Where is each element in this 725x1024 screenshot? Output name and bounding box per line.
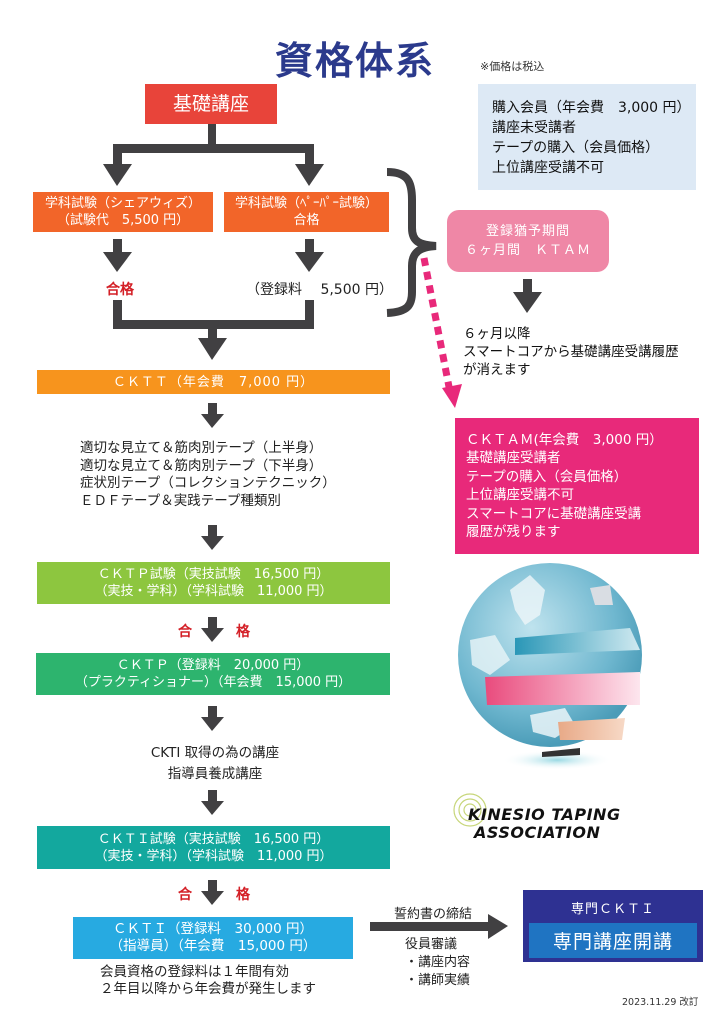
cktam-line: スマートコアに基礎講座受講	[466, 505, 642, 522]
revision-date: 2023.11.29 改訂	[622, 997, 699, 1008]
after-six-months-line: スマートコアから基礎講座受講履歴	[463, 344, 679, 360]
exam-paper-box: 学科試験（ﾍﾟｰﾊﾟｰ試験） 合格	[224, 192, 389, 232]
kiso-course-box: 基礎講座	[145, 84, 277, 124]
purchase-member-line: テープの購入（会員価格）	[492, 140, 660, 156]
cktp-exam-line1: ＣＫＴＰ試験（実技試験 16,500 円）	[97, 567, 330, 582]
brace-icon	[386, 168, 437, 317]
cktp-exam-box: ＣＫＴＰ試験（実技試験 16,500 円） （実技・学科）（学科試験 11,00…	[37, 562, 390, 604]
ckti-pass-arrow	[201, 880, 224, 905]
cktt-label: ＣＫＴＴ（年会費 7,000 円）	[112, 374, 315, 390]
pink-dotted-arrow	[420, 257, 462, 408]
cktam-box: ＣＫＴＡＭ(年会費 3,000 円） 基礎講座受講者 テープの購入（会員価格） …	[455, 418, 699, 554]
pass-left-char: 合	[178, 624, 192, 640]
kinesio-logo-text: KINESIO TAPING ASSOCIATION	[468, 806, 621, 842]
exam-down-arrows	[103, 239, 324, 272]
logo-line1: KINESIO TAPING	[468, 805, 621, 824]
ckti-course-down-arrow	[201, 790, 224, 815]
merge-arrow	[113, 300, 314, 360]
specialist-title: 専門ＣＫＴＩ	[570, 902, 655, 917]
cktam-line: 上位講座受講不可	[466, 487, 574, 503]
tax-note: ※価格は税込	[480, 60, 545, 73]
ckti-line1: ＣＫＴＩ（登録料 30,000 円）	[112, 921, 314, 937]
cktp-line2: （プラクティショナー）（年会費 15,000 円）	[74, 675, 352, 690]
course-list: 適切な見立て＆筋肉別テープ（上半身） 適切な見立て＆筋肉別テープ（下半身） 症状…	[80, 440, 336, 510]
courses-down-arrow	[201, 525, 224, 550]
purchase-member-line: 上位講座受講不可	[492, 160, 604, 176]
grace-period-box: 登録猶予期間 ６ヶ月間 ＫＴＡＭ	[447, 210, 609, 272]
ckti-note-line2: ２年目以降から年会費が発生します	[100, 981, 316, 997]
kiso-label: 基礎講座	[172, 92, 249, 115]
kiso-split-arrow	[103, 124, 324, 186]
ckti-box: ＣＫＴＩ（登録料 30,000 円） （指導員）（年会費 15,000 円）	[73, 917, 353, 959]
logo-line2: ASSOCIATION	[474, 823, 601, 842]
specialist-ckti-box: 専門ＣＫＴＩ 専門講座開講	[523, 890, 703, 962]
ckti-exam-line2: （実技・学科）（学科試験 11,000 円）	[94, 848, 333, 864]
pass-right-char: 格	[236, 887, 250, 903]
grace-period-line1: 登録猶予期間	[485, 224, 570, 239]
board-review-note: 役員審議 ・講座内容 ・講師実績	[405, 936, 470, 990]
ckti-course-line2: 指導員養成講座	[167, 766, 263, 782]
course-item: ＥＤＦテープ＆実践テープ種類別	[80, 492, 281, 509]
pass-label: 合格	[106, 282, 134, 298]
after-six-months-note: ６ヶ月以降 スマートコアから基礎講座受講履歴 が消えます	[463, 325, 679, 379]
exam-paper-line2: 合格	[293, 213, 320, 228]
ckti-note-line1: 会員資格の登録料は１年間有効	[100, 964, 289, 980]
oath-label: 誓約書の締結	[394, 907, 473, 922]
purchase-member-box: 購入会員（年会費 3,000 円） 講座未受講者 テープの購入（会員価格） 上位…	[478, 84, 696, 190]
exam-sharewiz-line1: 学科試験（シェアウィズ）	[44, 196, 201, 211]
exam-sharewiz-line2: （試験代 5,500 円）	[56, 213, 190, 228]
exam-sharewiz-box: 学科試験（シェアウィズ） （試験代 5,500 円）	[33, 192, 213, 232]
exam-paper-line1: 学科試験（ﾍﾟｰﾊﾟｰ試験）	[234, 196, 378, 211]
cktt-box: ＣＫＴＴ（年会費 7,000 円）	[37, 370, 390, 394]
review-line: ・講師実績	[405, 973, 471, 988]
cktp-down-arrow	[201, 706, 224, 731]
cktp-pass-arrow	[201, 617, 224, 642]
cktam-line: 基礎講座受講者	[466, 450, 561, 466]
specialist-course-label: 専門講座開講	[529, 923, 697, 958]
ckti-course-line1: CKTI 取得の為の講座	[150, 745, 280, 761]
cktam-line: ＣＫＴＡＭ(年会費 3,000 円）	[466, 431, 663, 448]
after-six-months-line: が消えます	[463, 362, 531, 378]
review-line: ・講座内容	[405, 955, 471, 970]
course-item: 適切な見立て＆筋肉別テープ（上半身）	[80, 440, 323, 456]
oath-right-arrow	[370, 914, 508, 939]
pass-right-char: 格	[236, 624, 250, 640]
ckti-membership-note: 会員資格の登録料は１年間有効 ２年目以降から年会費が発生します	[100, 964, 316, 998]
after-six-months-line: ６ヶ月以降	[463, 326, 531, 342]
review-line: 役員審議	[405, 937, 458, 952]
purchase-member-line: 購入会員（年会費 3,000 円）	[492, 100, 691, 116]
cktam-line: 履歴が残ります	[466, 524, 561, 540]
purchase-member-line: 講座未受講者	[492, 120, 576, 136]
course-item: 適切な見立て＆筋肉別テープ（下半身）	[80, 457, 323, 474]
kinesio-globe-logo	[453, 563, 642, 827]
cktp-box: ＣＫＴＰ（登録料 20,000 円） （プラクティショナー）（年会費 15,00…	[36, 653, 390, 695]
grace-period-line2: ６ヶ月間 ＫＴＡＭ	[464, 243, 591, 258]
registration-fee-label: （登録料 5,500 円）	[246, 282, 393, 298]
pass-left-char: 合	[178, 887, 192, 903]
ckti-line2: （指導員）（年会費 15,000 円）	[109, 938, 317, 954]
cktp-exam-line2: （実技・学科）（学科試験 11,000 円）	[94, 584, 333, 599]
cktam-line: テープの購入（会員価格）	[466, 468, 628, 485]
page-title: 資格体系	[275, 39, 436, 83]
cktt-down-arrow	[201, 403, 224, 428]
ckti-course-note: CKTI 取得の為の講座 指導員養成講座	[145, 743, 285, 785]
grace-down-arrow	[513, 279, 542, 313]
ckti-exam-line1: ＣＫＴＩ試験（実技試験 16,500 円）	[97, 831, 330, 847]
cktp-line1: ＣＫＴＰ（登録料 20,000 円）	[116, 658, 310, 673]
course-item: 症状別テープ（コレクションテクニック）	[80, 475, 336, 491]
ckti-exam-box: ＣＫＴＩ試験（実技試験 16,500 円） （実技・学科）（学科試験 11,00…	[37, 826, 390, 869]
